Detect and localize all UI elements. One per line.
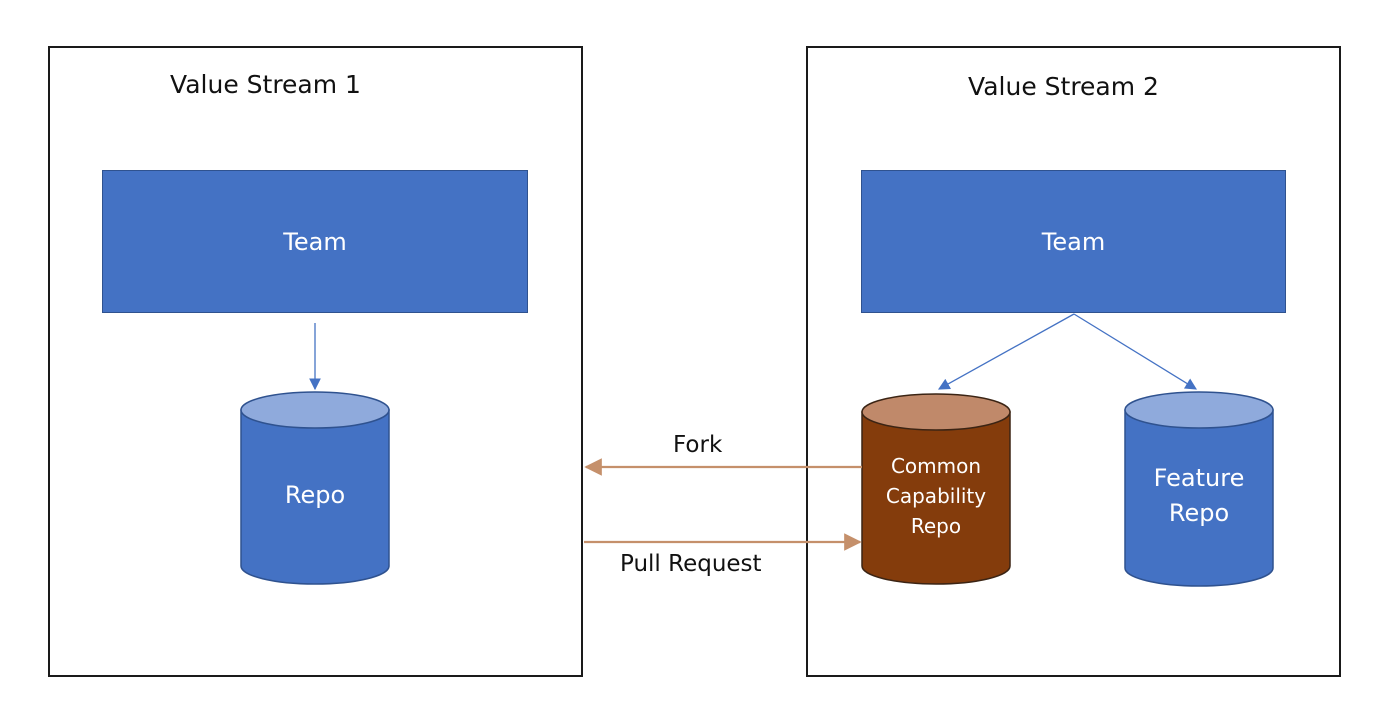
feature-repo-label: Feature Repo <box>1153 464 1245 527</box>
team-box-2: Team <box>861 170 1286 313</box>
repo-label: Repo <box>284 481 346 509</box>
value-stream-1-title: Value Stream 1 <box>170 70 361 99</box>
repo-cylinder <box>240 391 390 585</box>
feature-repo-cylinder <box>1124 391 1274 587</box>
common-capability-repo-label: Common Capability Repo <box>885 454 987 538</box>
pull-request-label: Pull Request <box>620 551 762 577</box>
common-capability-repo-cylinder <box>861 393 1011 585</box>
team-to-feature-repo-arrow <box>1073 313 1197 390</box>
team-box-1: Team <box>102 170 528 313</box>
team-to-common-repo-arrow <box>937 313 1075 390</box>
fork-label: Fork <box>673 432 723 458</box>
team-box-1-label: Team <box>283 227 347 256</box>
value-stream-2-title: Value Stream 2 <box>968 72 1159 101</box>
team-box-2-label: Team <box>1041 227 1106 256</box>
